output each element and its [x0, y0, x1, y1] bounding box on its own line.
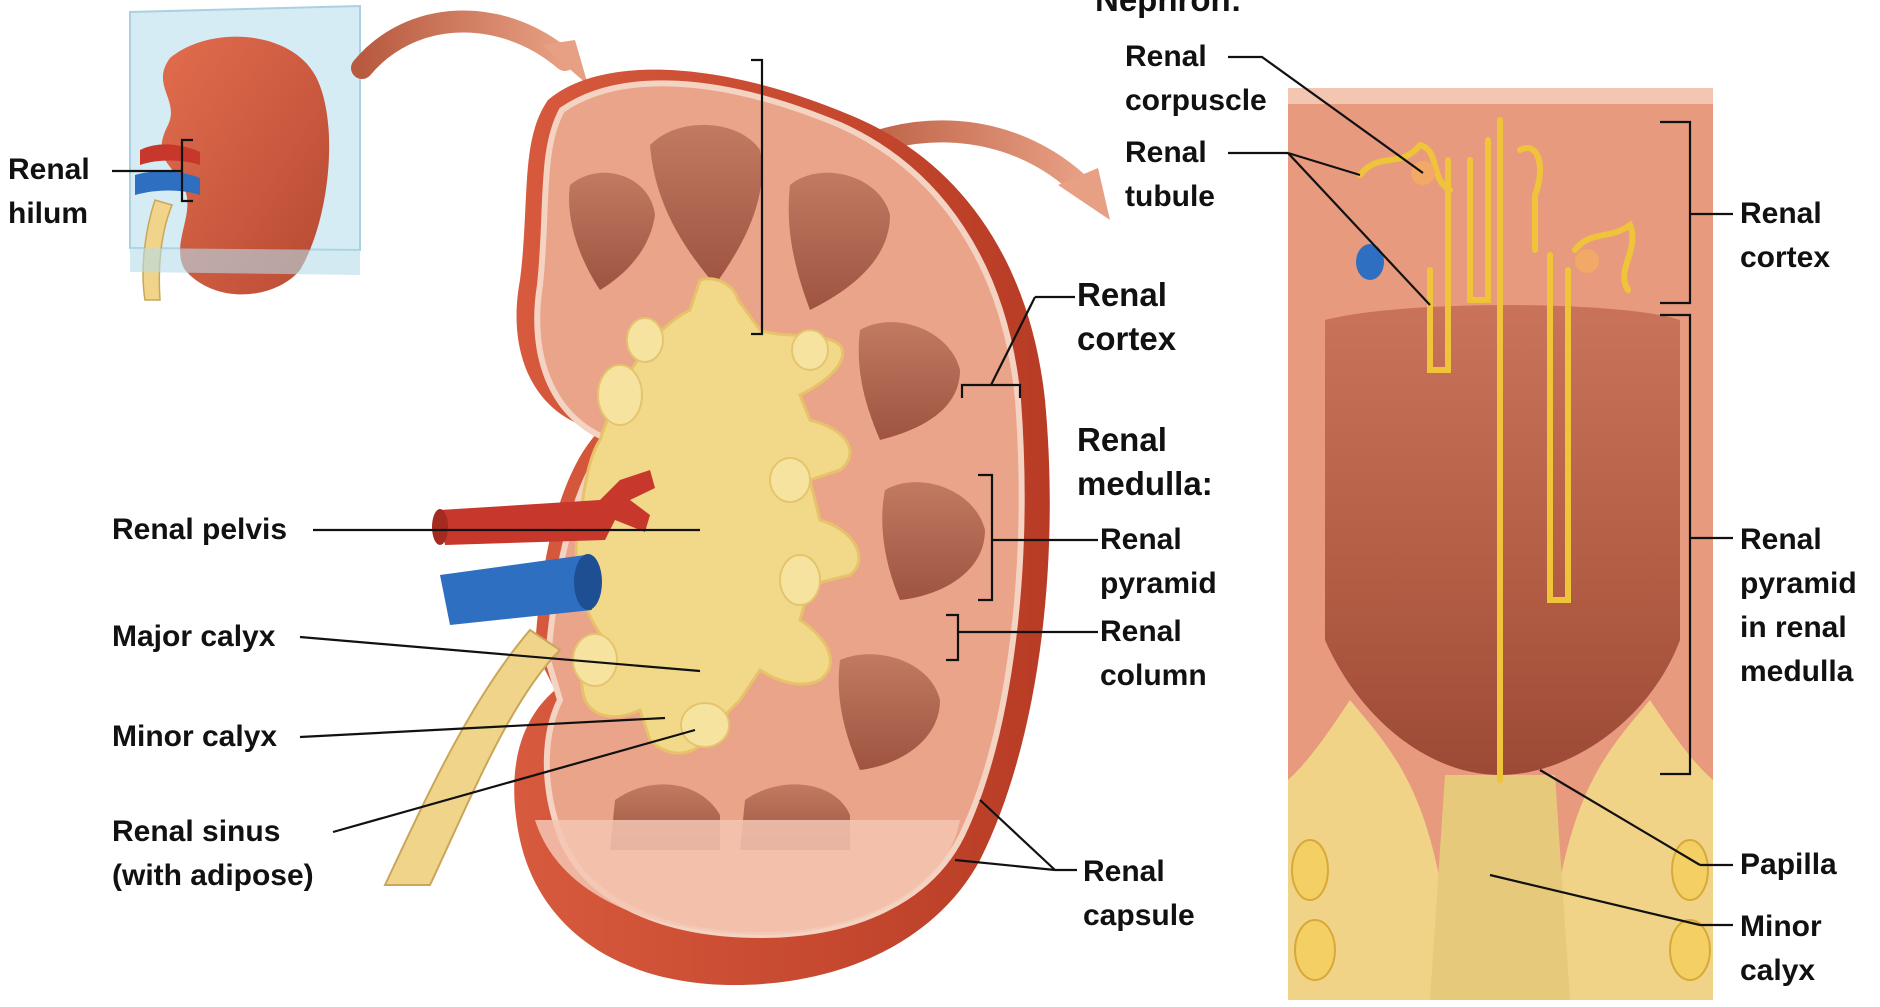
label-renal-sinus: Renal sinus (with adipose): [112, 810, 314, 898]
small-kidney-illustration: [130, 6, 360, 300]
label-minor-calyx-right-line1: Minor: [1740, 905, 1822, 949]
label-renal-hilum: Renal hilum: [8, 148, 90, 236]
label-renal-cortex-right: Renal cortex: [1740, 192, 1830, 280]
label-renal-corpuscle-line2: corpuscle: [1125, 79, 1267, 123]
label-renal-capsule-line1: Renal: [1083, 850, 1195, 894]
label-renal-sinus-line1: Renal sinus: [112, 810, 314, 854]
label-renal-tubule-line2: tubule: [1125, 175, 1215, 219]
kidney-cross-section: [385, 70, 1050, 985]
label-papilla: Papilla: [1740, 843, 1837, 887]
label-renal-pyramid-in-medulla-line1: Renal: [1740, 518, 1857, 562]
label-nephron-heading: Nephron:: [1095, 0, 1242, 22]
label-renal-cortex-right-line1: Renal: [1740, 192, 1830, 236]
label-renal-pyramid-in-medulla-line4: medulla: [1740, 650, 1857, 694]
label-renal-medulla-line1: Renal: [1077, 418, 1213, 462]
label-renal-hilum-line1: Renal: [8, 148, 90, 192]
label-renal-pyramid: Renal pyramid: [1100, 518, 1217, 606]
label-renal-column: Renal column: [1100, 610, 1207, 698]
label-renal-corpuscle: Renal corpuscle: [1125, 35, 1267, 123]
label-renal-capsule-line2: capsule: [1083, 894, 1195, 938]
label-renal-pelvis: Renal pelvis: [112, 508, 287, 552]
label-renal-sinus-line2: (with adipose): [112, 854, 314, 898]
label-renal-pyramid-line2: pyramid: [1100, 562, 1217, 606]
label-renal-pyramid-in-medulla: Renal pyramid in renal medulla: [1740, 518, 1857, 694]
label-renal-capsule: Renal capsule: [1083, 850, 1195, 938]
label-renal-medulla: Renal medulla:: [1077, 418, 1213, 506]
label-renal-tubule-line1: Renal: [1125, 131, 1215, 175]
label-renal-corpuscle-line1: Renal: [1125, 35, 1267, 79]
label-renal-tubule: Renal tubule: [1125, 131, 1215, 219]
label-renal-cortex: Renal cortex: [1077, 273, 1176, 361]
label-renal-medulla-line2: medulla:: [1077, 462, 1213, 506]
label-renal-cortex-line1: Renal: [1077, 273, 1176, 317]
label-renal-column-line2: column: [1100, 654, 1207, 698]
nephron-enlarged-section: [1288, 88, 1713, 1000]
label-minor-calyx: Minor calyx: [112, 715, 277, 759]
label-major-calyx: Major calyx: [112, 615, 275, 659]
label-renal-column-line1: Renal: [1100, 610, 1207, 654]
label-renal-pyramid-in-medulla-line3: in renal: [1740, 606, 1857, 650]
label-renal-pyramid-in-medulla-line2: pyramid: [1740, 562, 1857, 606]
label-renal-hilum-line2: hilum: [8, 192, 90, 236]
label-renal-cortex-line2: cortex: [1077, 317, 1176, 361]
label-minor-calyx-right: Minor calyx: [1740, 905, 1822, 993]
label-renal-pyramid-line1: Renal: [1100, 518, 1217, 562]
label-renal-cortex-right-line2: cortex: [1740, 236, 1830, 280]
transition-arrow-left: [362, 21, 588, 85]
label-minor-calyx-right-line2: calyx: [1740, 949, 1822, 993]
